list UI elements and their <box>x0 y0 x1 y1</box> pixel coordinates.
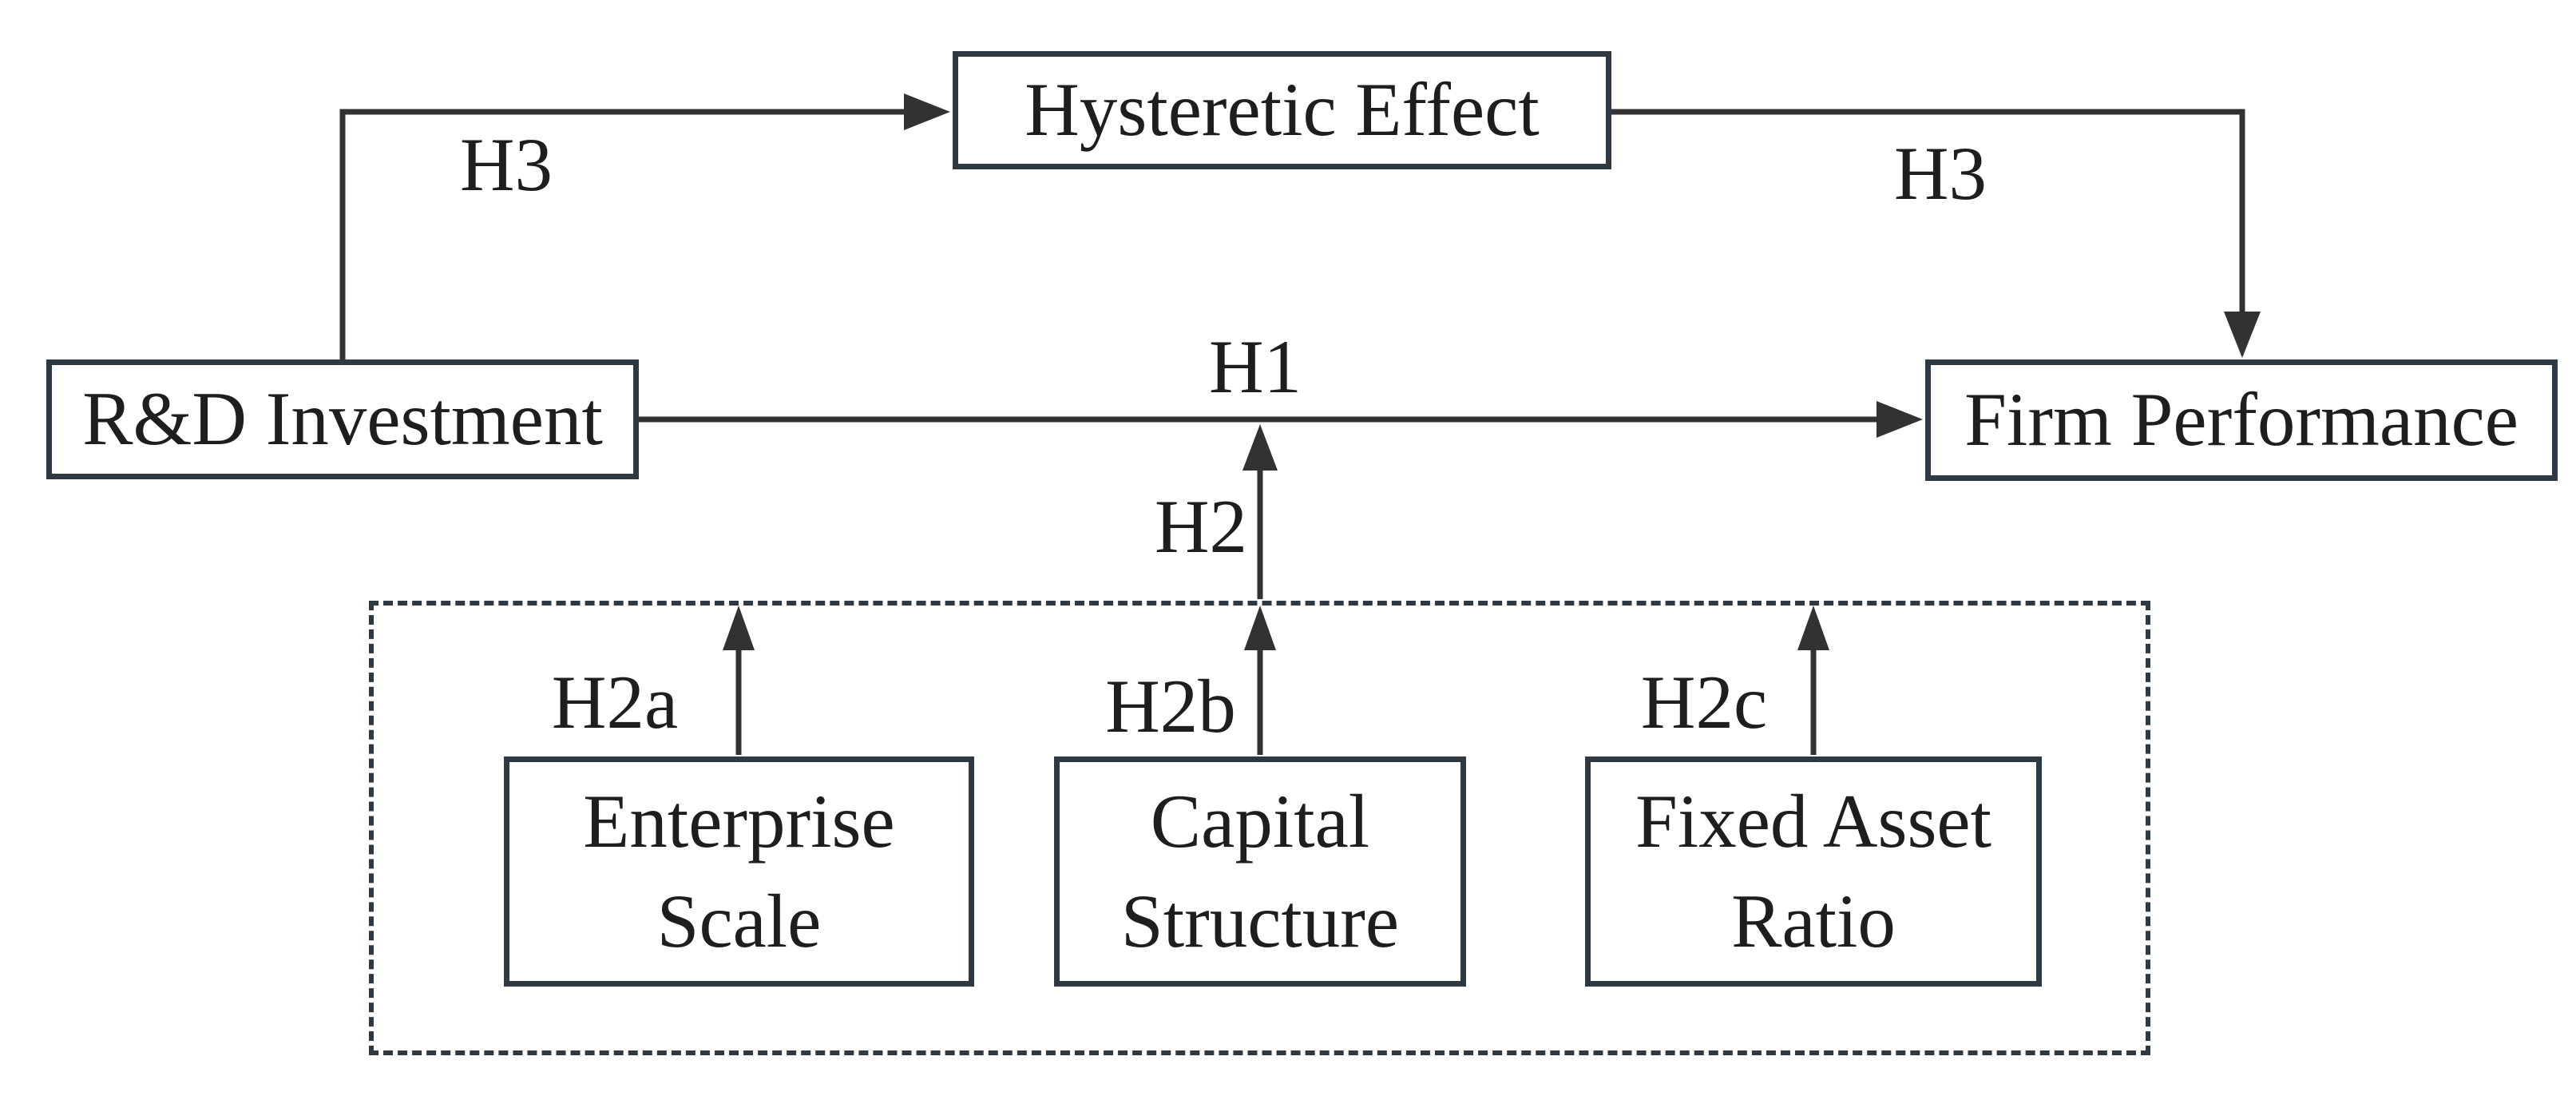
label-h2c: H2c <box>1640 660 1768 745</box>
node-capital-structure: Capital Structure <box>1054 756 1466 987</box>
node-enterprise-scale-label: Enterprise Scale <box>583 778 895 963</box>
node-rd-investment-label: R&D Investment <box>82 376 603 462</box>
arrow-h2-moderators-to-h1 <box>1242 424 1278 599</box>
node-hysteretic-effect-label: Hysteretic Effect <box>1024 67 1540 153</box>
moderators-dashed-container <box>369 601 2150 1055</box>
arrow-h3-rd-to-hysteretic <box>339 93 950 359</box>
node-hysteretic-effect: Hysteretic Effect <box>953 51 1611 169</box>
node-firm-performance-label: Firm Performance <box>1964 377 2519 463</box>
node-rd-investment: R&D Investment <box>46 359 639 479</box>
node-capital-structure-label: Capital Structure <box>1120 778 1400 963</box>
label-h3-right: H3 <box>1893 131 1987 216</box>
label-h2a: H2a <box>551 660 679 745</box>
label-h1: H1 <box>1208 324 1302 409</box>
node-firm-performance: Firm Performance <box>1925 359 2558 481</box>
label-h2b: H2b <box>1105 664 1236 749</box>
node-enterprise-scale: Enterprise Scale <box>504 756 974 987</box>
node-fixed-asset-ratio: Fixed Asset Ratio <box>1585 756 2042 987</box>
label-h2: H2 <box>1154 484 1248 569</box>
label-h3-left: H3 <box>459 122 553 207</box>
node-fixed-asset-ratio-label: Fixed Asset Ratio <box>1635 778 1991 963</box>
